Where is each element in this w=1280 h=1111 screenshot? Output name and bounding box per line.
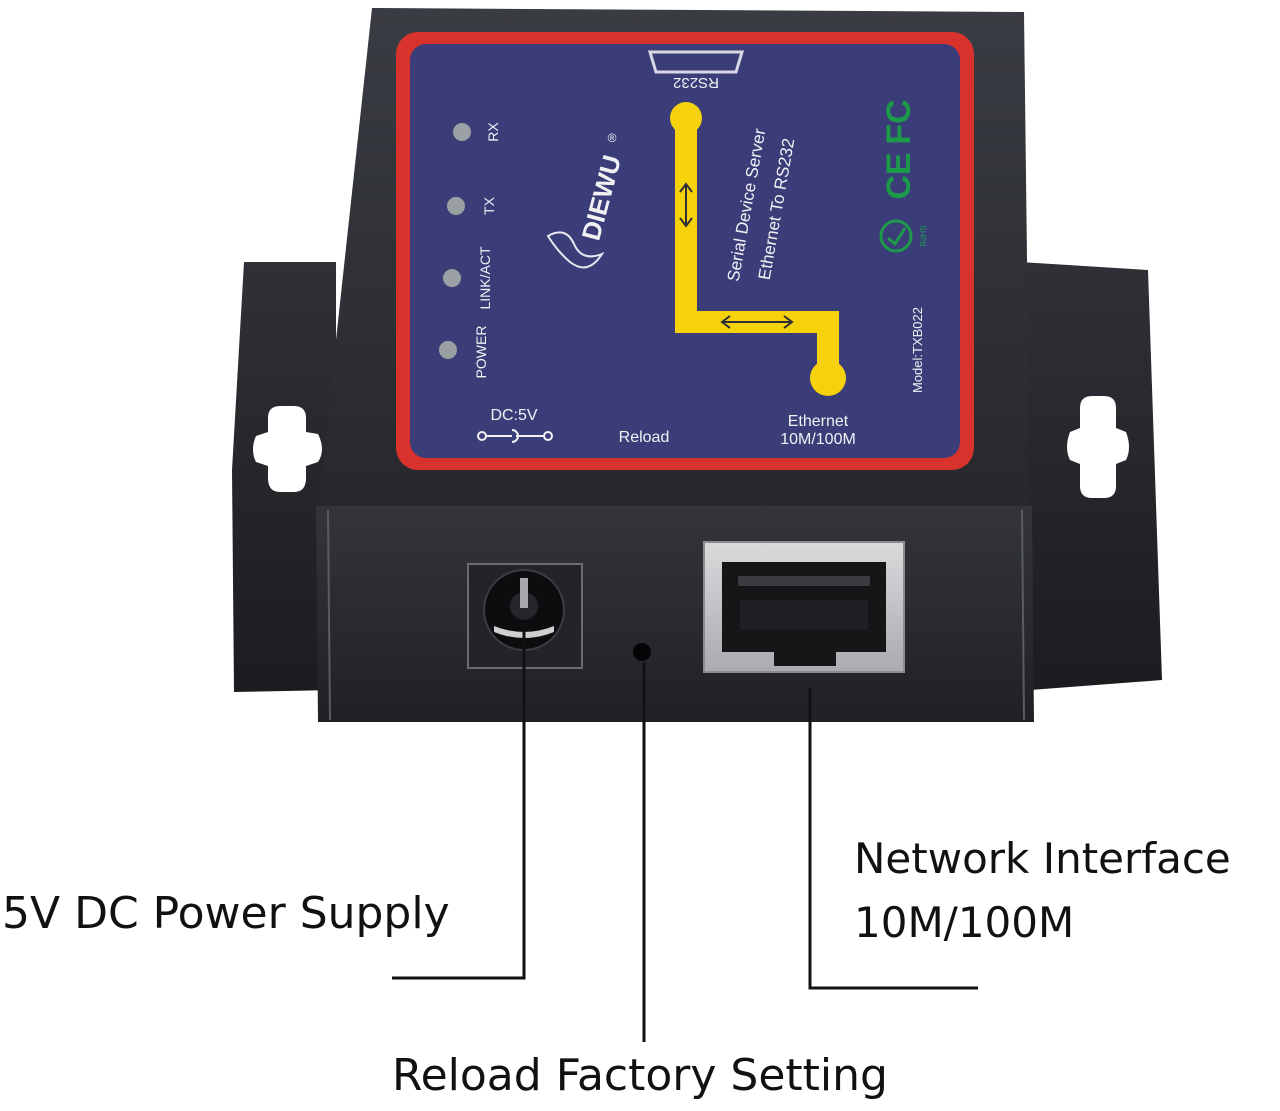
reset-callout: Reload Factory Setting — [392, 1050, 888, 1101]
right-mounting-ear — [1020, 262, 1162, 690]
led-power-label: POWER — [473, 326, 489, 379]
model-number: Model:TXB022 — [910, 307, 925, 393]
reload-label: Reload — [619, 429, 670, 446]
power-leader-line — [392, 632, 526, 980]
network-interface-line-1: Network Interface — [854, 834, 1231, 883]
dc-polarity-icon — [477, 429, 553, 443]
led-indicators: RX TX LINK/ACT POWER — [439, 122, 501, 379]
rohs-icon — [879, 219, 913, 253]
rj45-contacts — [738, 576, 870, 586]
certifications: FC CE RoHS — [879, 99, 928, 253]
rohs-label: RoHS — [919, 225, 928, 246]
network-interface-line-2: 10M/100M — [854, 898, 1075, 948]
ethernet-rj45-port[interactable] — [703, 541, 905, 673]
led-tx-label: TX — [481, 196, 497, 215]
left-mounting-ear — [232, 262, 336, 692]
panel-port-labels: DC:5V Reload Ethernet 10M/100M — [477, 407, 856, 448]
led-rx — [453, 123, 471, 141]
led-power — [439, 341, 457, 359]
network-leader-line — [808, 688, 978, 990]
led-link-label: LINK/ACT — [477, 246, 493, 309]
signal-trace — [670, 102, 846, 396]
led-rx-label: RX — [485, 122, 501, 142]
fc-icon: FC — [880, 99, 918, 144]
case-front — [316, 506, 1034, 722]
network-interface-callout: Network Interface 10M/100M — [854, 834, 1231, 949]
dc-label: DC:5V — [490, 407, 537, 424]
right-mounting-slot — [1067, 396, 1129, 498]
callout-lines — [392, 632, 978, 1042]
rs232-port-marking: RS232 — [647, 50, 745, 91]
left-mounting-slot — [253, 406, 322, 492]
reset-pinhole[interactable] — [633, 643, 651, 661]
led-tx — [447, 197, 465, 215]
vertical-arrow-icon — [679, 182, 693, 228]
ce-icon: CE — [880, 152, 918, 199]
horizontal-arrow-icon — [720, 315, 794, 329]
brand-swoosh-icon — [546, 231, 605, 269]
led-link — [443, 269, 461, 287]
power-supply-callout: 5V DC Power Supply — [2, 888, 450, 939]
brand-registered-mark: ® — [608, 131, 617, 145]
ethernet-label-line-1: Ethernet — [788, 413, 849, 430]
rs232-label: RS232 — [673, 74, 719, 91]
ethernet-label-line-2: 10M/100M — [780, 431, 856, 448]
